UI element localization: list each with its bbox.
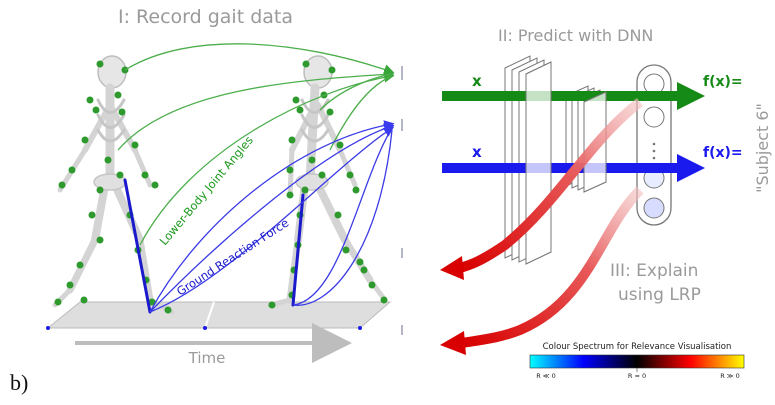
- input-x-bottom: x: [472, 143, 482, 161]
- force-plate-floor: [46, 301, 392, 330]
- record-gait-title: I: Record gait data: [118, 6, 293, 28]
- relevance-colorbar: [529, 354, 745, 372]
- explain-title-line2: using LRP: [618, 285, 701, 305]
- colorbar-tick-left: R ≪ 0: [536, 372, 556, 380]
- panel-label: b): [10, 370, 29, 395]
- signal-axis-marks: [401, 66, 403, 335]
- output-fx-top: f(x)=: [703, 74, 743, 90]
- colorbar-title: Colour Spectrum for Relevance Visualisat…: [543, 342, 732, 352]
- input-x-top: x: [472, 72, 482, 90]
- output-fx-bottom: f(x)=: [703, 145, 743, 161]
- prediction-label: "Subject 6": [753, 103, 772, 193]
- blue-input-output-arrow: [442, 154, 705, 182]
- joint-angle-curves: [117, 43, 395, 246]
- lrp-relevance-arrows: [440, 98, 644, 355]
- colorbar-tick-mid: R ≈ 0: [628, 372, 646, 380]
- grf-vectors: [123, 178, 305, 314]
- green-input-output-arrow: [442, 82, 705, 110]
- grf-curves: [149, 120, 395, 313]
- marker-dots-figure-2: [268, 60, 388, 309]
- time-label: Time: [188, 349, 226, 367]
- joint-angles-label: Lower-Body Joint Angles: [157, 133, 256, 248]
- predict-dnn-title: II: Predict with DNN: [498, 26, 654, 45]
- grf-label: Ground Reaction Force: [174, 216, 291, 299]
- colorbar-tick-right: R ≫ 0: [720, 372, 740, 380]
- explain-title-line1: III: Explain: [610, 261, 698, 281]
